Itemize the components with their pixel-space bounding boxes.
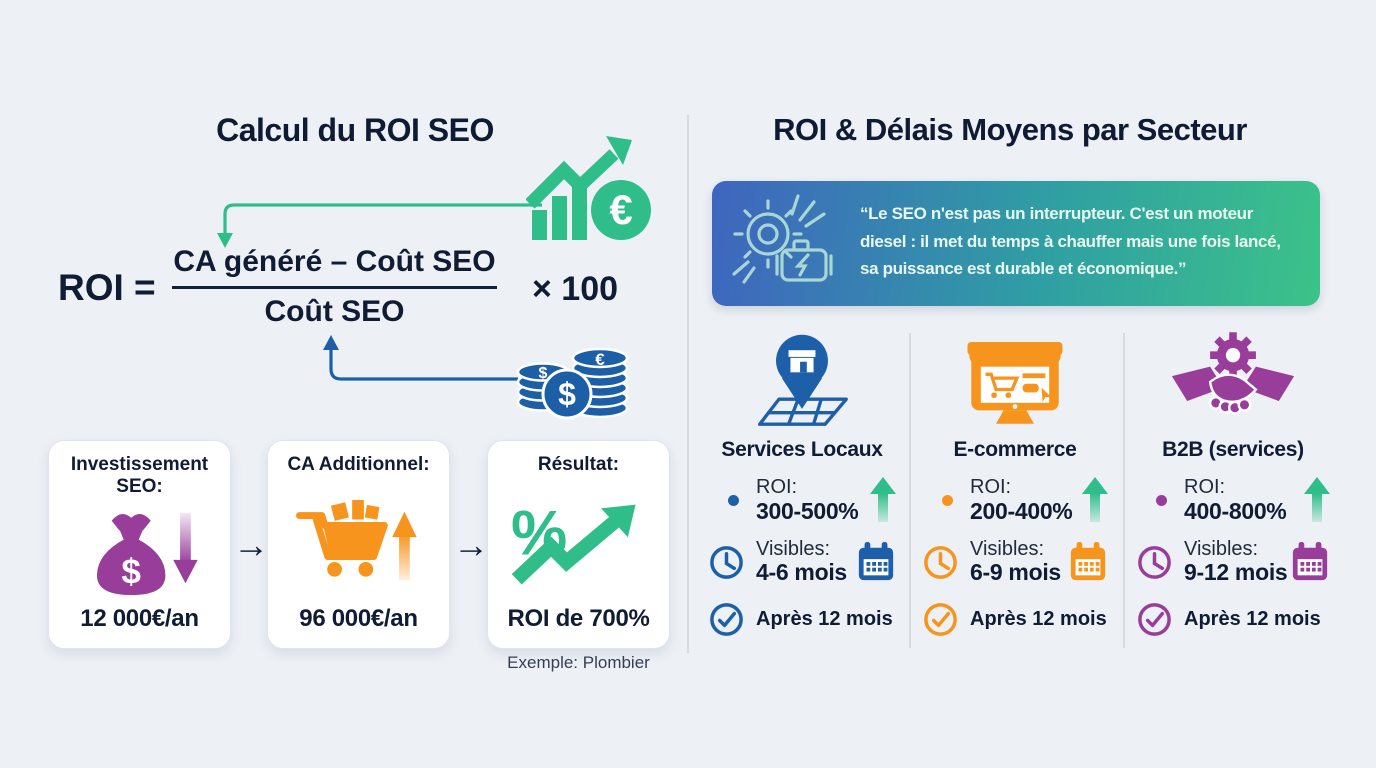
card-value: 12 000€/an bbox=[80, 605, 199, 632]
calendar-icon bbox=[856, 541, 896, 583]
bullet-icon bbox=[942, 494, 953, 506]
visibles-value: 6-9 mois bbox=[970, 559, 1061, 586]
check-circle-icon bbox=[708, 601, 745, 638]
section-divider bbox=[687, 115, 689, 653]
formula-multiplier: × 100 bbox=[532, 270, 619, 308]
column-divider bbox=[1123, 333, 1125, 648]
roi-value: 400-800% bbox=[1184, 497, 1287, 524]
visibles-row: Visibles: 4-6 mois bbox=[702, 537, 902, 586]
card-title: Résultat: bbox=[537, 454, 620, 475]
percent-growth-icon: % bbox=[510, 498, 636, 585]
up-arrow-icon bbox=[1304, 477, 1330, 523]
column-divider bbox=[909, 333, 911, 648]
up-arrow-icon bbox=[1082, 477, 1108, 523]
sector-ecommerce: E-commerce ROI: 200-400% bbox=[916, 330, 1114, 650]
roi-label: ROI: bbox=[970, 476, 1012, 498]
formula-denominator: Coût SEO bbox=[264, 295, 405, 328]
sector-name: Services Locaux bbox=[721, 438, 883, 461]
visibles-row: Visibles: 6-9 mois bbox=[916, 537, 1114, 586]
roi-value: 300-500% bbox=[756, 497, 859, 524]
dollar-glyph: $ bbox=[121, 552, 141, 591]
clock-icon bbox=[922, 544, 959, 581]
visibles-row: Visibles: 9-12 mois bbox=[1130, 537, 1336, 586]
flow-arrow: → bbox=[233, 524, 269, 565]
after-label: Après 12 mois bbox=[1184, 607, 1321, 630]
dollar-glyph: $ bbox=[539, 365, 548, 382]
sector-services-locaux: Services Locaux ROI: 300-500% bbox=[702, 330, 902, 650]
online-store-icon bbox=[967, 342, 1063, 424]
example-caption: Exemple: Plombier bbox=[507, 653, 650, 672]
clock-icon bbox=[708, 544, 745, 581]
euro-glyph: € bbox=[609, 186, 632, 233]
formula-numerator: CA généré – Coût SEO bbox=[172, 245, 497, 289]
growth-chart-euro-icon: € bbox=[526, 136, 651, 240]
coins-stack-icon: € $ $ bbox=[516, 347, 629, 420]
roi-row: ROI: 300-500% bbox=[702, 476, 902, 524]
formula-fraction: CA généré – Coût SEO Coût SEO bbox=[172, 245, 497, 329]
roi-row: ROI: 200-400% bbox=[916, 476, 1114, 524]
after-label: Après 12 mois bbox=[970, 607, 1107, 630]
flow-arrow: → bbox=[453, 524, 489, 565]
roi-value: 200-400% bbox=[970, 497, 1073, 524]
handshake-gear-icon bbox=[1171, 332, 1295, 415]
formula-lhs: ROI = bbox=[58, 267, 156, 308]
after-row: Après 12 mois bbox=[916, 601, 1114, 638]
dollar-glyph: $ bbox=[558, 376, 576, 412]
card-title: CA Additionnel: bbox=[287, 454, 430, 475]
visibles-label: Visibles: bbox=[756, 537, 831, 560]
map-pin-store-icon bbox=[758, 334, 848, 426]
right-section-title: ROI & Délais Moyens par Secteur bbox=[773, 112, 1247, 147]
roi-row: ROI: 400-800% bbox=[1130, 476, 1336, 524]
card-resultat: Résultat: % ROI de 700% bbox=[487, 440, 670, 649]
visibles-label: Visibles: bbox=[1184, 537, 1259, 560]
card-title: Investissement SEO: bbox=[70, 454, 209, 498]
green-connector-arrow bbox=[217, 203, 542, 248]
visibles-value: 9-12 mois bbox=[1184, 559, 1288, 586]
card-ca-additionnel: CA Additionnel: 96 000€/an bbox=[267, 440, 450, 649]
card-value: ROI de 700% bbox=[507, 605, 650, 632]
calendar-icon bbox=[1290, 541, 1330, 583]
roi-label: ROI: bbox=[1184, 476, 1226, 498]
quote-line: sa puissance est durable et économique.” bbox=[860, 259, 1187, 279]
up-arrow-icon bbox=[870, 477, 896, 523]
gear-engine-icon bbox=[732, 194, 833, 284]
sector-name: B2B (services) bbox=[1162, 438, 1304, 461]
money-bag-down-icon: $ bbox=[96, 512, 198, 595]
clock-icon bbox=[1136, 544, 1173, 581]
after-row: Après 12 mois bbox=[1130, 601, 1336, 638]
left-section-title: Calcul du ROI SEO bbox=[216, 112, 494, 148]
quote-line: diesel : il met du temps à chauffer mais… bbox=[860, 231, 1281, 251]
cart-up-icon bbox=[295, 499, 417, 580]
calendar-icon bbox=[1068, 541, 1108, 583]
visibles-label: Visibles: bbox=[970, 537, 1045, 560]
after-label: Après 12 mois bbox=[756, 607, 893, 630]
bullet-icon bbox=[1156, 494, 1167, 506]
card-value: 96 000€/an bbox=[299, 605, 418, 632]
blue-connector-arrow bbox=[323, 335, 518, 381]
visibles-value: 4-6 mois bbox=[756, 559, 847, 586]
after-row: Après 12 mois bbox=[702, 601, 902, 638]
sector-name: E-commerce bbox=[953, 438, 1077, 461]
sector-b2b: B2B (services) ROI: 400-800% bbox=[1130, 330, 1336, 650]
bullet-icon bbox=[728, 494, 739, 506]
euro-glyph: € bbox=[595, 350, 605, 369]
quote-line: “Le SEO n'est pas un interrupteur. C'est… bbox=[860, 204, 1253, 223]
quote-text: “Le SEO n'est pas un interrupteur. C'est… bbox=[860, 200, 1330, 283]
card-investissement: Investissement SEO: $ 12 000€/an bbox=[48, 440, 231, 649]
check-circle-icon bbox=[1136, 601, 1173, 638]
roi-label: ROI: bbox=[756, 476, 798, 498]
check-circle-icon bbox=[922, 601, 959, 638]
